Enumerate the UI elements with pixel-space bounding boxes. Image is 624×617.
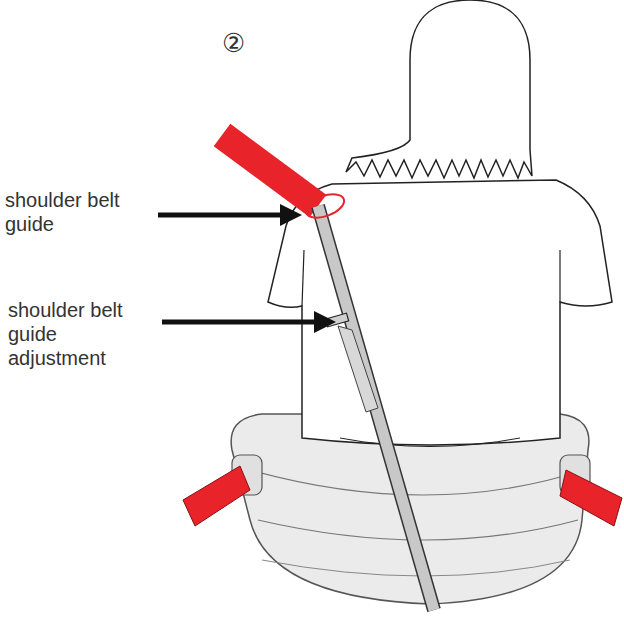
pointer-arrow — [162, 320, 316, 325]
shoulder-belt — [318, 206, 434, 610]
seat-line — [340, 438, 520, 447]
shoulder-belt — [318, 206, 434, 610]
arrowhead — [314, 311, 336, 333]
child-hair — [346, 0, 532, 178]
arrowhead — [280, 204, 302, 226]
part-label: shoulder belt guide — [5, 188, 120, 236]
pointer-arrow — [158, 213, 282, 218]
part-label: shoulder belt guide adjustment — [8, 298, 126, 370]
seat-rim — [250, 470, 584, 495]
lap-belt — [183, 466, 250, 526]
shoulder-belt — [222, 135, 318, 206]
sleeve-seam — [559, 250, 560, 302]
sleeve-seam — [302, 250, 304, 306]
strap-end — [338, 326, 378, 412]
lap-belt — [560, 470, 622, 526]
callout-number: ② — [222, 28, 262, 58]
shoulder-belt-guide — [303, 190, 347, 222]
